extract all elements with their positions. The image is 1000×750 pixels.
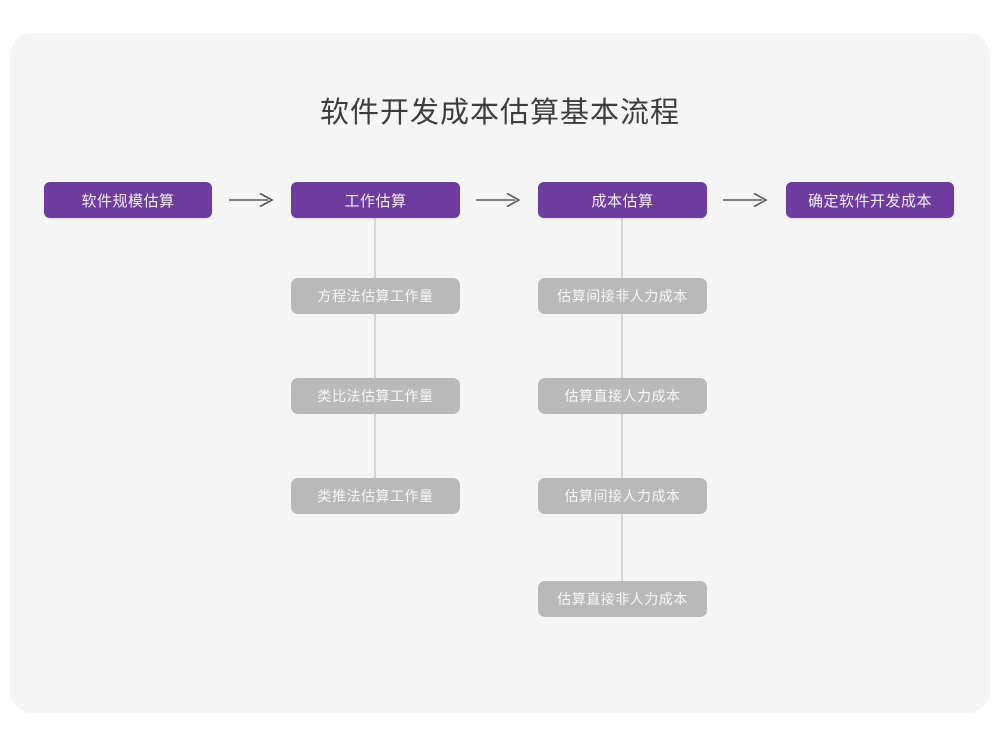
node-indirect-labor-cost[interactable]: 估算间接人力成本 [538, 478, 707, 514]
node-effort-estimation[interactable]: 工作估算 [291, 182, 460, 218]
arrow-right-icon-2 [475, 192, 523, 208]
node-direct-nonlabor-cost[interactable]: 估算直接非人力成本 [538, 581, 707, 617]
connector-line-effort-branch [374, 218, 376, 510]
node-determine-development-cost[interactable]: 确定软件开发成本 [786, 182, 954, 218]
page-title: 软件开发成本估算基本流程 [319, 97, 680, 129]
node-cost-estimation[interactable]: 成本估算 [538, 182, 707, 218]
arrow-right-icon-3 [722, 192, 770, 208]
node-indirect-nonlabor-cost[interactable]: 估算间接非人力成本 [538, 278, 707, 314]
node-analogy-method-effort[interactable]: 类比法估算工作量 [291, 378, 460, 414]
arrow-right-icon-1 [228, 192, 276, 208]
node-direct-labor-cost[interactable]: 估算直接人力成本 [538, 378, 707, 414]
node-equation-method-effort[interactable]: 方程法估算工作量 [291, 278, 460, 314]
diagram-canvas [10, 33, 990, 713]
connector-line-cost-branch [621, 218, 623, 613]
node-software-scale-estimation[interactable]: 软件规模估算 [44, 182, 212, 218]
node-inference-method-effort[interactable]: 类推法估算工作量 [291, 478, 460, 514]
